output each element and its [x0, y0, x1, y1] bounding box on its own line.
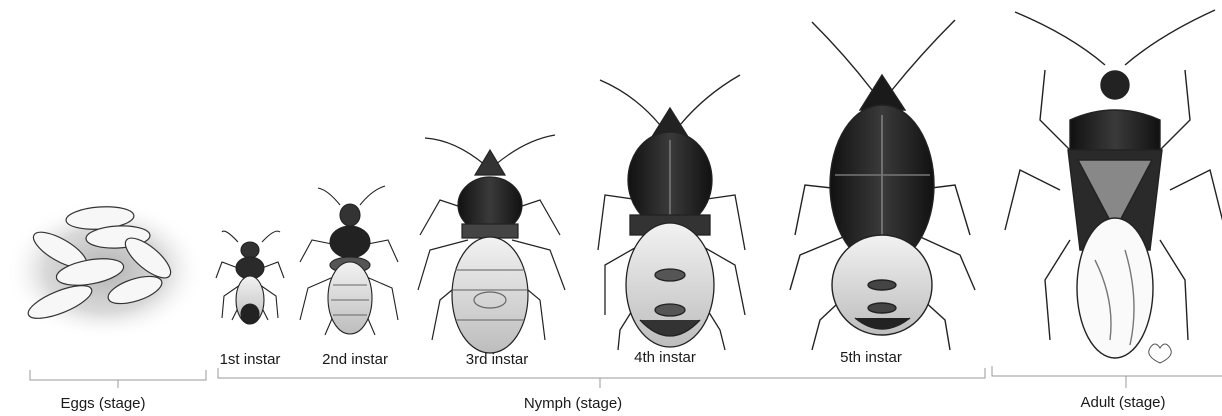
first-instar-nymph [216, 231, 284, 324]
eggs-stage-label: Eggs (stage) [60, 395, 145, 412]
eggs-cluster [5, 200, 205, 340]
instar-label-1: 1st instar [220, 351, 281, 368]
adult-stage-label: Adult (stage) [1080, 394, 1165, 411]
nymph-bracket [218, 368, 985, 388]
fourth-instar-nymph [598, 75, 745, 350]
second-instar-nymph [300, 186, 398, 335]
instar-label-5: 5th instar [840, 349, 902, 366]
third-instar-nymph [418, 135, 565, 353]
eggs-bracket [30, 370, 206, 388]
nymph-stage-label: Nymph (stage) [524, 395, 622, 412]
instar-label-2: 2nd instar [322, 351, 388, 368]
instar-label-3: 3rd instar [466, 351, 529, 368]
fifth-instar-nymph [790, 20, 975, 350]
adult-bracket [992, 366, 1222, 388]
adult-bug [1005, 10, 1222, 363]
instar-label-4: 4th instar [634, 349, 696, 366]
